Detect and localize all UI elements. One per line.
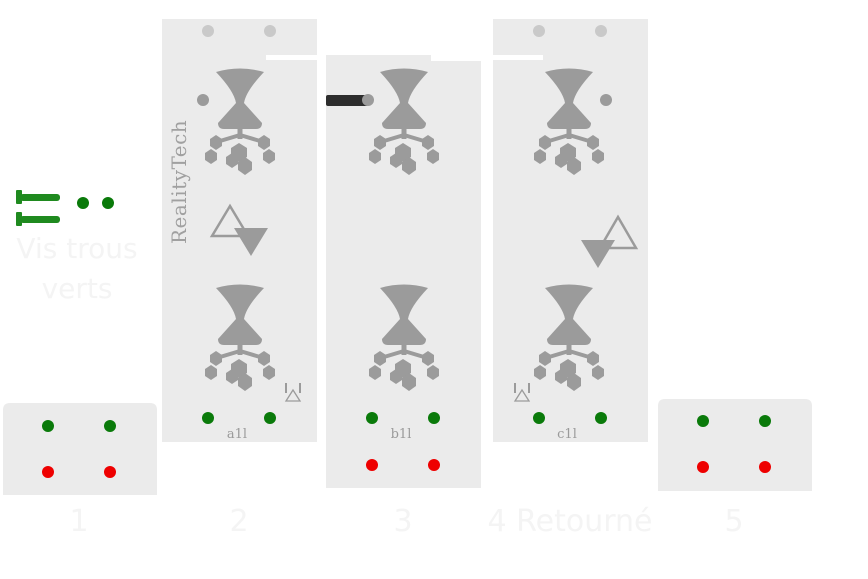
top-hole-icon (533, 25, 545, 37)
red-hole-icon (759, 461, 771, 473)
hinge-connector (326, 95, 368, 106)
red-hole-icon (42, 466, 54, 478)
red-hole-icon (366, 459, 378, 471)
panel-number: 4 Retourné (488, 504, 653, 539)
panel-number: 5 (724, 504, 743, 539)
top-connector-bar (431, 55, 481, 61)
green-hole-icon (366, 412, 378, 424)
green-hole-icon (104, 420, 116, 432)
red-hole-icon (428, 459, 440, 471)
green-hole-icon (759, 415, 771, 427)
panel-2: RealityTech a1l 2 (162, 19, 317, 539)
top-connector-bar (266, 55, 317, 60)
orientation-triangles-icon (209, 203, 268, 256)
top-hole-icon (264, 25, 276, 37)
green-hole-icon (428, 412, 440, 424)
green-hole-icon (42, 420, 54, 432)
green-hole-icon (595, 412, 607, 424)
side-hole-icon (600, 94, 612, 106)
panel-5: 5 (658, 399, 812, 539)
orientation-triangles-icon (581, 214, 639, 268)
screw-legend: Vis trous verts (16, 190, 138, 305)
panel-number: 1 (69, 504, 88, 539)
panel-4: c1l 4 Retourné (488, 19, 653, 539)
top-hole-icon (202, 25, 214, 37)
panel-number: 3 (393, 504, 412, 539)
panel-1: 1 (3, 403, 157, 539)
green-hole-icon (202, 412, 214, 424)
green-hole-icon (533, 412, 545, 424)
side-hole-icon (362, 94, 374, 106)
green-hole-icon (697, 415, 709, 427)
green-hole-icon (102, 197, 114, 209)
screw-icon (16, 190, 60, 204)
panel-number: 2 (229, 504, 248, 539)
legend-line-1: Vis trous (16, 232, 137, 265)
panel-3: b1l 3 (326, 55, 481, 539)
panel-code: b1l (391, 427, 412, 442)
green-hole-icon (77, 197, 89, 209)
legend-line-2: verts (42, 272, 113, 305)
red-hole-icon (104, 466, 116, 478)
red-hole-icon (697, 461, 709, 473)
brand-logo-text: RealityTech (167, 120, 191, 244)
screw-icon (16, 212, 60, 226)
side-hole-icon (197, 94, 209, 106)
top-hole-icon (595, 25, 607, 37)
top-connector-bar (493, 55, 543, 60)
green-hole-icon (264, 412, 276, 424)
panel-code: c1l (557, 427, 577, 442)
panel-code: a1l (227, 427, 247, 442)
